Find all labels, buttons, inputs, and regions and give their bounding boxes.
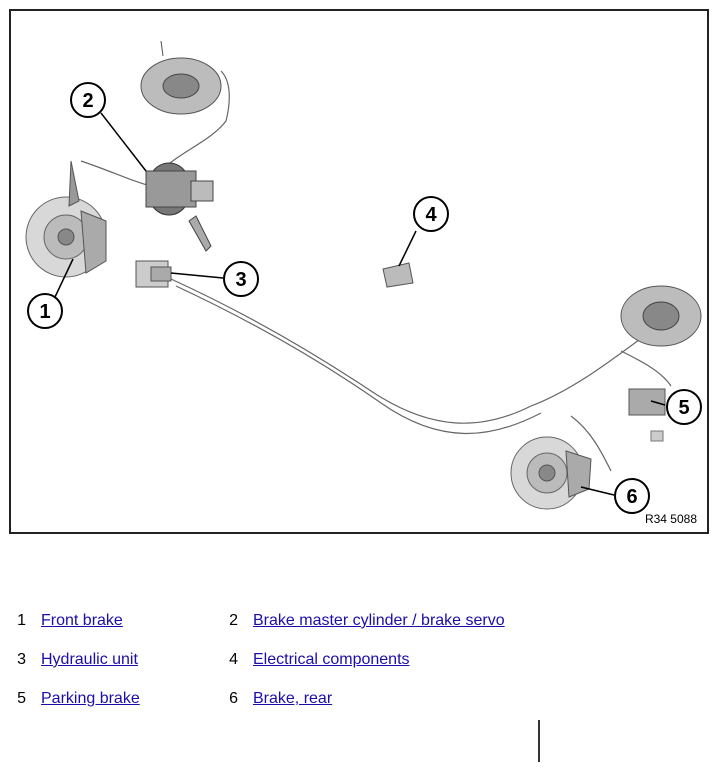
svg-text:2: 2 bbox=[82, 90, 93, 112]
link-front-brake[interactable]: Front brake bbox=[41, 612, 123, 629]
divider-line bbox=[538, 720, 540, 762]
link-hydraulic-unit[interactable]: Hydraulic unit bbox=[41, 651, 138, 668]
hydraulic-unit bbox=[135, 260, 172, 288]
callout-6: 6 bbox=[614, 478, 650, 514]
svg-text:3: 3 bbox=[235, 269, 246, 291]
electrical-component bbox=[382, 262, 414, 288]
legend-number: 6 bbox=[229, 690, 238, 707]
brake-line-secondary bbox=[175, 285, 542, 435]
front-wheel-carrier-upper bbox=[140, 40, 222, 115]
brake-line-main bbox=[170, 278, 652, 424]
brake-line-rear-upper bbox=[620, 350, 672, 387]
brake-line-upper bbox=[160, 70, 230, 172]
rear-brake-disc bbox=[510, 436, 592, 510]
svg-text:4: 4 bbox=[425, 204, 437, 226]
callout-2: 2 bbox=[70, 82, 106, 118]
link-master-cylinder[interactable]: Brake master cylinder / brake servo bbox=[253, 612, 505, 629]
svg-text:1: 1 bbox=[39, 301, 50, 323]
callout-5: 5 bbox=[666, 389, 702, 425]
legend-number: 3 bbox=[17, 651, 26, 668]
legend-row: 1 Front brake 2 Brake master cylinder / … bbox=[0, 612, 720, 634]
brake-line-rear bbox=[570, 415, 612, 472]
master-cylinder-servo bbox=[145, 162, 214, 252]
front-brake-disc bbox=[25, 160, 107, 278]
svg-text:6: 6 bbox=[626, 486, 637, 508]
diagram-drawing: 2 1 3 4 5 6 bbox=[25, 40, 702, 514]
callout-4: 4 bbox=[413, 196, 449, 232]
legend-number: 4 bbox=[229, 651, 238, 668]
rear-wheel-carrier bbox=[620, 285, 702, 347]
legend-row: 3 Hydraulic unit 4 Electrical components bbox=[0, 651, 720, 673]
link-parking-brake[interactable]: Parking brake bbox=[41, 690, 140, 707]
legend-number: 2 bbox=[229, 612, 238, 629]
parking-brake-module bbox=[628, 388, 666, 442]
figure-reference: R34 5088 bbox=[644, 512, 697, 526]
legend-number: 1 bbox=[17, 612, 26, 629]
link-brake-rear[interactable]: Brake, rear bbox=[253, 690, 333, 707]
callout-1: 1 bbox=[27, 293, 63, 329]
brake-system-diagram: 2 1 3 4 5 6 R34 5088 bbox=[9, 9, 709, 534]
legend-number: 5 bbox=[17, 690, 26, 707]
callout-3: 3 bbox=[223, 261, 259, 297]
svg-text:5: 5 bbox=[678, 397, 689, 419]
legend-row: 5 Parking brake 6 Brake, rear bbox=[0, 690, 720, 712]
link-electrical-components[interactable]: Electrical components bbox=[253, 651, 410, 668]
brake-line-front bbox=[80, 160, 152, 187]
